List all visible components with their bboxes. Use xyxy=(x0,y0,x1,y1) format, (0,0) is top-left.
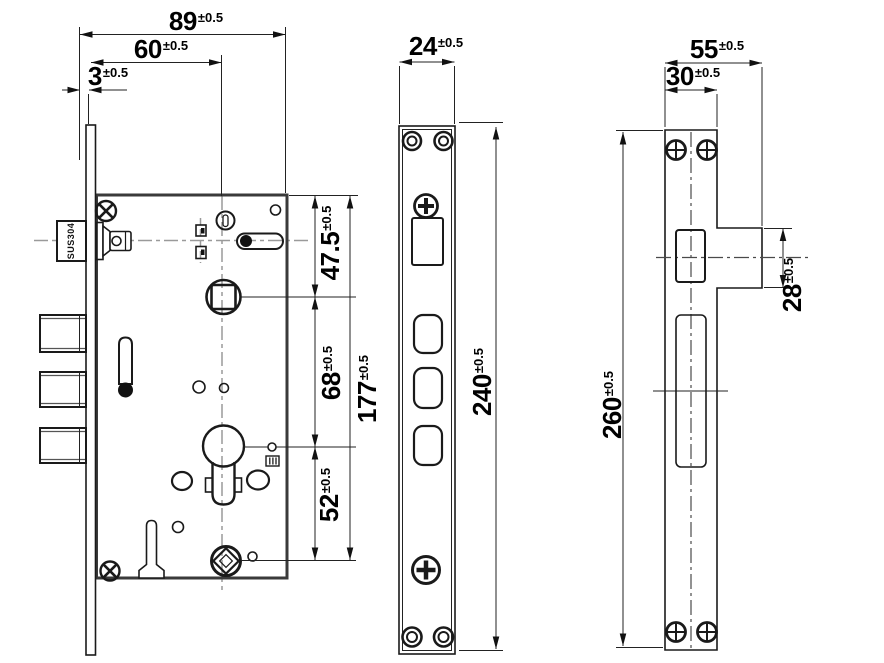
lock-case xyxy=(95,193,289,580)
dim-faceplate-height-label: 240±0.5 xyxy=(467,347,497,417)
dim-faceplate-width-label: 24±0.5 xyxy=(408,31,464,61)
case-screw-top xyxy=(94,199,118,223)
spring-slot xyxy=(236,232,284,250)
dim-strike-tab-height-label: 28±0.5 xyxy=(777,257,807,313)
dim-strike-width-overall-label: 55±0.5 xyxy=(689,34,745,64)
fixing-hole xyxy=(245,469,271,491)
guide-slot xyxy=(118,336,133,398)
faceplate-outline xyxy=(398,125,456,655)
strike-screw xyxy=(665,621,687,643)
dim-backset-label: 60±0.5 xyxy=(133,34,189,64)
latch-cutout xyxy=(411,217,444,266)
euro-cylinder-hole xyxy=(201,424,246,506)
switch-blocks xyxy=(195,224,207,260)
case-screw-bottom xyxy=(99,560,121,582)
fixing-hole xyxy=(170,470,194,492)
faceplate-edge xyxy=(85,124,97,656)
dim-faceplate-offset-label: 3±0.5 xyxy=(87,61,129,91)
dim-cylinder-to-bottom-label: 52±0.5 xyxy=(314,467,344,523)
material-marking-label: SUS304 xyxy=(66,222,76,260)
mounting-bracket xyxy=(138,519,165,579)
small-hole xyxy=(247,551,258,562)
strike-plate-dimensions xyxy=(616,59,792,648)
strike-screw xyxy=(665,139,687,161)
faceplate-top-holes xyxy=(401,130,454,152)
strike-latch-cutout xyxy=(675,229,706,283)
small-hole xyxy=(171,520,185,534)
dim-strike-height-label: 260±0.5 xyxy=(597,370,627,440)
bottom-adjuster-screw xyxy=(210,545,242,577)
faceplate-screw-bottom xyxy=(411,555,441,585)
latch-bolt xyxy=(56,220,132,262)
lock-body-dimensions xyxy=(62,27,358,561)
small-hole xyxy=(192,380,206,394)
latch-bolt-head xyxy=(56,220,87,262)
dim-case-height-label: 177±0.5 xyxy=(352,354,382,424)
faceplate-bottom-holes xyxy=(401,626,455,648)
strike-screw xyxy=(696,621,718,643)
adjuster-hole xyxy=(215,210,236,231)
spindle-follower xyxy=(205,278,242,316)
faceplate-dimensions xyxy=(399,58,503,651)
faceplate-front-view xyxy=(398,125,456,655)
strike-deadbolt-cutout xyxy=(675,314,707,468)
deadbolt-cutouts xyxy=(412,313,444,467)
dim-top-to-spindle-label: 47.5±0.5 xyxy=(315,205,345,281)
lock-body-front-view xyxy=(34,124,310,656)
deadbolt-pins xyxy=(39,314,87,464)
leader-hole xyxy=(267,442,277,452)
dim-strike-width-body-label: 30±0.5 xyxy=(665,61,721,91)
strike-plate-front-view xyxy=(653,129,808,651)
vent-icon xyxy=(265,455,280,467)
small-hole xyxy=(218,382,230,394)
dim-overall-depth-label: 89±0.5 xyxy=(168,6,224,36)
strike-screw xyxy=(696,139,718,161)
strike-plate-outline xyxy=(664,129,763,651)
faceplate-screw-top xyxy=(413,193,439,219)
small-hole xyxy=(269,204,282,216)
dim-spindle-to-cylinder-label: 68±0.5 xyxy=(316,345,346,401)
